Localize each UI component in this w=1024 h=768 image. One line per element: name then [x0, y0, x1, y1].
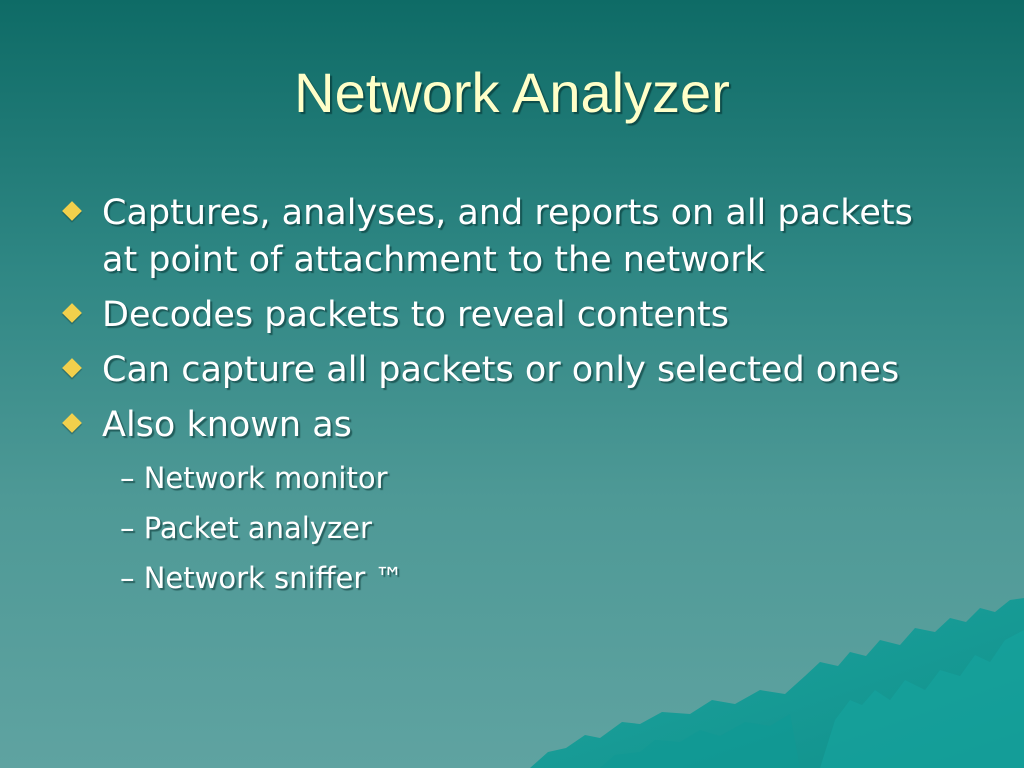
bullet-item: Captures, analyses, and reports on all p…: [62, 190, 942, 284]
diamond-bullet-icon: [62, 201, 82, 221]
bullet-item: Can capture all packets or only selected…: [62, 347, 942, 394]
bullet-text: Can capture all packets or only selected…: [102, 350, 900, 390]
bullet-item: Decodes packets to reveal contents: [62, 292, 942, 339]
bullet-text: Decodes packets to reveal contents: [102, 295, 729, 335]
bullet-list: Captures, analyses, and reports on all p…: [62, 190, 942, 611]
sub-bullet-item: – Packet analyzer: [120, 511, 372, 545]
diamond-bullet-icon: [62, 413, 82, 433]
slide-title: Network Analyzer: [294, 61, 730, 124]
sub-bullet-item: – Network monitor: [120, 461, 388, 495]
bullet-text: Also known as: [102, 405, 352, 445]
sub-bullet-item: – Network sniffer ™: [120, 561, 404, 595]
diamond-bullet-icon: [62, 358, 82, 378]
sub-bullet-list: – Network monitor – Packet analyzer – Ne…: [102, 453, 942, 603]
bullet-text: Captures, analyses, and reports on all p…: [102, 193, 913, 280]
bullet-item: Also known as – Network monitor – Packet…: [62, 402, 942, 603]
diamond-bullet-icon: [62, 303, 82, 323]
